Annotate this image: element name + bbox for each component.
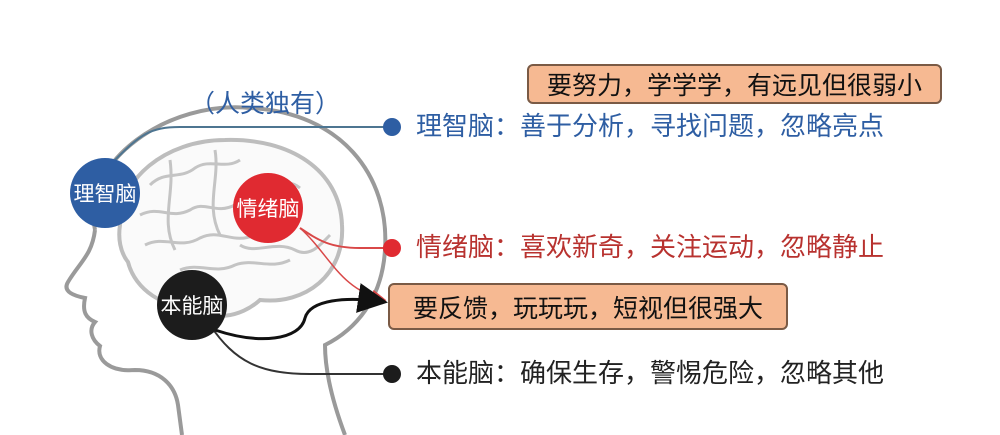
bullet-emotional xyxy=(383,239,401,257)
node-instinct: 本能脑 xyxy=(157,270,227,340)
description-instinct: 本能脑：确保生存，警惕危险，忽略其他 xyxy=(416,359,885,389)
face-profile xyxy=(64,229,184,435)
description-emotional: 情绪脑：喜欢新奇，关注运动，忽略静止 xyxy=(416,233,885,263)
node-emotional-label: 情绪脑 xyxy=(236,197,300,221)
callout-instinct-text: 要反馈，玩玩玩，短视但很强大 xyxy=(412,293,763,323)
connector-instinct xyxy=(209,324,390,375)
node-emotional: 情绪脑 xyxy=(233,173,303,243)
bullet-instinct xyxy=(383,365,401,383)
node-rational: 理智脑 xyxy=(70,158,140,228)
annotation-human-only: （人类独有） xyxy=(190,89,341,118)
description-rational: 理智脑：善于分析，寻找问题，忽略亮点 xyxy=(416,112,885,142)
bullet-rational xyxy=(383,118,401,136)
brain-outline xyxy=(117,137,345,318)
callout-rational: 要努力，学学学，有远见但很弱小 xyxy=(527,64,942,104)
arrow-instinct-to-callout xyxy=(214,283,388,341)
callout-rational-text: 要努力，学学学，有远见但很弱小 xyxy=(546,71,922,100)
connector-rational xyxy=(114,126,390,161)
connector-emotional xyxy=(299,227,390,249)
node-rational-label: 理智脑 xyxy=(73,182,137,206)
callout-instinct: 要反馈，玩玩玩，短视但很强大 xyxy=(388,283,788,330)
node-instinct-label: 本能脑 xyxy=(160,294,224,318)
